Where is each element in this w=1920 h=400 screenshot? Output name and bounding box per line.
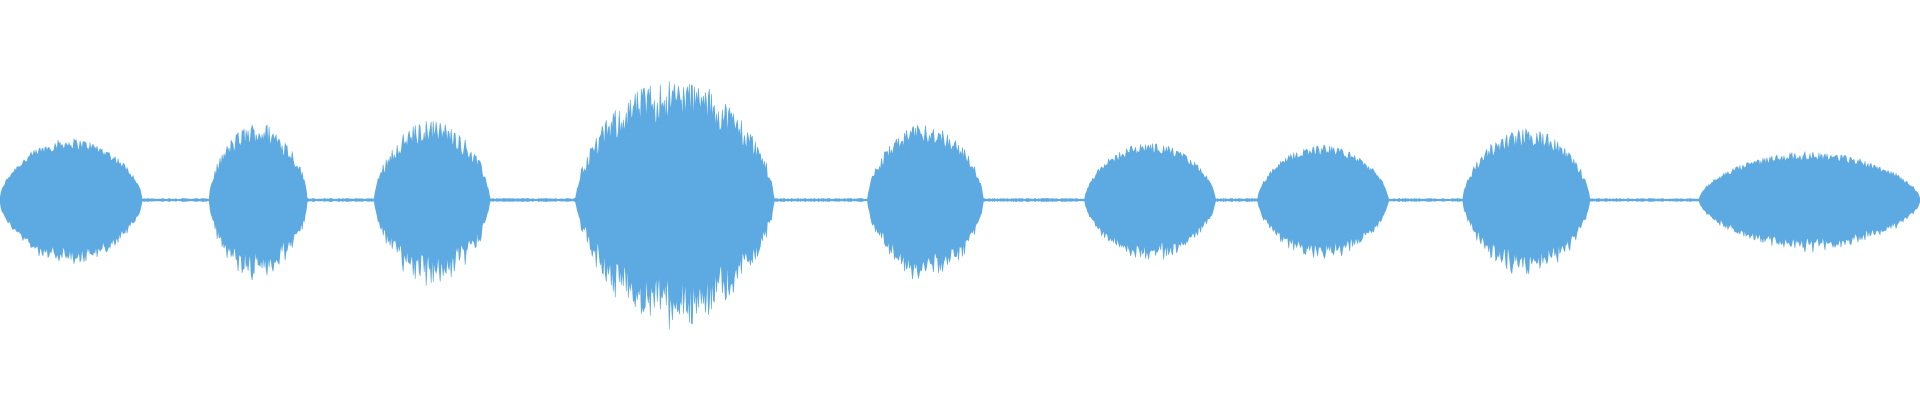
waveform-amplitude <box>0 81 1920 330</box>
